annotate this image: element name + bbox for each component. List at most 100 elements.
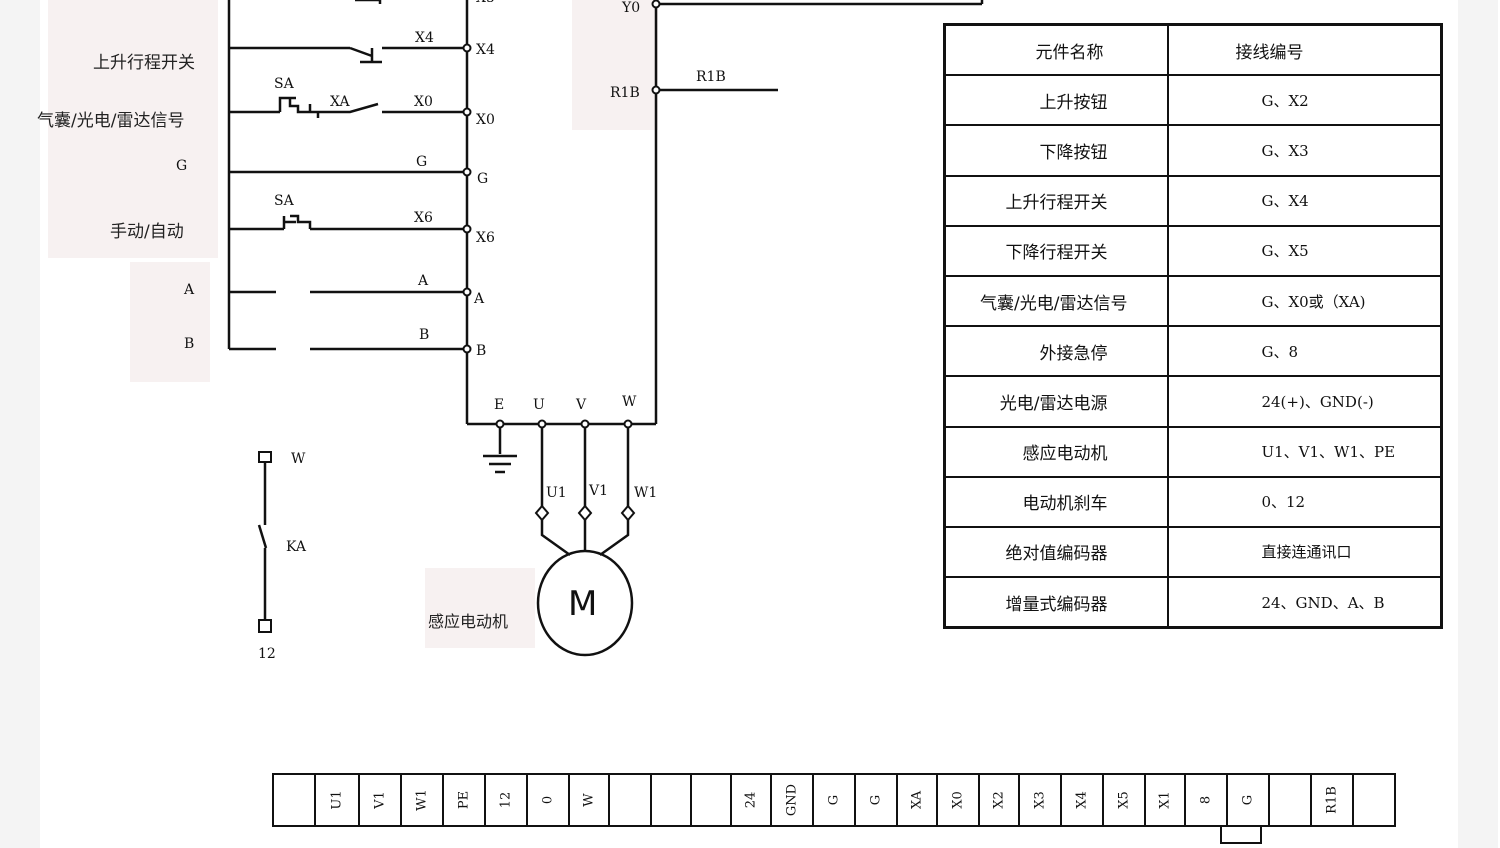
- label-b: B: [184, 336, 195, 352]
- tag-sa-top: SA: [274, 76, 294, 92]
- terminal-cell: X1: [1146, 775, 1186, 825]
- terminal-label: X3: [1032, 791, 1048, 809]
- terminal-cell: G: [1228, 775, 1270, 825]
- terminal-label: W1: [414, 789, 430, 811]
- table-cell: 气囊/光电/雷达信号: [943, 274, 1170, 328]
- tag-u: U: [533, 397, 545, 413]
- tag-e: E: [494, 397, 505, 413]
- terminal-label: GND: [784, 783, 800, 817]
- table-cell: 上升行程开关: [943, 174, 1170, 227]
- table-cell: 0、12: [1167, 475, 1443, 528]
- terminal-cell: XA: [898, 775, 938, 825]
- motor-label: 感应电动机: [428, 612, 509, 631]
- terminal-cell: [652, 775, 692, 825]
- terminal-label: X5: [1116, 791, 1132, 809]
- terminal-cell: [274, 775, 316, 825]
- table-header-row: 元件名称 接线编号: [943, 23, 1443, 77]
- tag-u1: U1: [546, 485, 567, 501]
- terminal-label: R1B: [1324, 786, 1340, 814]
- terminal-label: 24: [743, 791, 759, 809]
- terminal-label: 8: [1198, 795, 1214, 805]
- terminal-label: X0: [950, 791, 966, 809]
- terminal-label: G: [1240, 794, 1256, 806]
- table-cell: 光电/雷达电源: [943, 375, 1170, 428]
- table-cell: U1、V1、W1、PE: [1167, 425, 1443, 478]
- tag-b-line: B: [419, 327, 430, 343]
- table-cell: 外接急停: [943, 325, 1170, 378]
- label-shade: [130, 262, 210, 382]
- table-cell: G、X5: [1167, 224, 1443, 277]
- terminal-label: 0: [540, 795, 556, 805]
- tag-v1: V1: [589, 483, 609, 499]
- table-cell: 下降按钮: [943, 124, 1170, 177]
- tag-x4-terminal: X4: [476, 42, 495, 58]
- tag-x0-line: X0: [414, 94, 433, 110]
- tag-r1b-line: R1B: [696, 69, 726, 85]
- terminal-cell: X4: [1062, 775, 1104, 825]
- tag-g-terminal: G: [477, 171, 489, 187]
- table-cell: 上升按钮: [943, 74, 1170, 127]
- table-cell: G、X3: [1167, 124, 1443, 177]
- tag-w: W: [622, 394, 637, 410]
- label-up-limit-switch: 上升行程开关: [93, 53, 195, 73]
- table-cell: 感应电动机: [943, 425, 1170, 478]
- tag-xa: XA: [330, 94, 350, 110]
- terminal-label: XA: [909, 790, 925, 810]
- terminal-label: G: [868, 794, 884, 806]
- terminal-cell: [1354, 775, 1394, 825]
- sa-switch-mid: [282, 214, 312, 229]
- terminal-label: 12: [498, 791, 514, 809]
- label-shade: [48, 0, 218, 258]
- label-shade: [425, 568, 535, 648]
- terminal-cell: X0: [938, 775, 980, 825]
- label-shade: [572, 0, 658, 130]
- table-cell: G、X4: [1167, 174, 1443, 227]
- tag-x6-line: X6: [414, 210, 433, 226]
- terminal-cell: 12: [486, 775, 528, 825]
- xa-contact: [308, 102, 379, 118]
- table-cell: 电动机刹车: [943, 475, 1170, 528]
- table-cell: 24、GND、A、B: [1167, 576, 1443, 629]
- tag-x5-partial: X5: [476, 0, 495, 6]
- table-cell: 绝对值编码器: [943, 525, 1170, 579]
- terminal-cell: G: [856, 775, 898, 825]
- tag-ka-w: W: [291, 451, 306, 467]
- x4-switch: [349, 46, 382, 64]
- tag-ka: KA: [286, 539, 307, 555]
- terminal-cell: W1: [402, 775, 444, 825]
- ka-contact: [257, 524, 268, 549]
- terminal-strip-tab: [1220, 826, 1262, 844]
- terminal-cell: X3: [1020, 775, 1062, 825]
- tag-x4-line: X4: [415, 30, 434, 46]
- terminal-cell: W: [570, 775, 610, 825]
- terminal-cell: U1: [316, 775, 360, 825]
- table-cell: 增量式编码器: [943, 576, 1170, 629]
- tag-r1b-terminal: R1B: [610, 85, 640, 101]
- terminal-label: PE: [456, 790, 472, 810]
- tag-x6-terminal: X6: [476, 230, 495, 246]
- tag-b-terminal: B: [476, 343, 487, 359]
- label-g: G: [176, 158, 188, 174]
- tag-g-line: G: [416, 154, 428, 170]
- table-cell: G、X2: [1167, 74, 1443, 127]
- tag-v: V: [576, 397, 587, 413]
- terminal-cell: [610, 775, 652, 825]
- label-a: A: [184, 282, 195, 298]
- terminal-label: X1: [1157, 791, 1173, 809]
- table-cell: 直接连通讯口: [1167, 525, 1443, 579]
- terminal-cell: GND: [772, 775, 814, 825]
- terminal-label: X4: [1074, 791, 1090, 809]
- motor-letter: M: [568, 584, 598, 624]
- tag-x0-terminal: X0: [476, 112, 495, 128]
- table-row: 绝对值编码器直接连通讯口: [943, 525, 1443, 579]
- tag-a-terminal: A: [474, 291, 485, 307]
- terminal-cell: X2: [980, 775, 1020, 825]
- right-page-margin: [1458, 0, 1498, 848]
